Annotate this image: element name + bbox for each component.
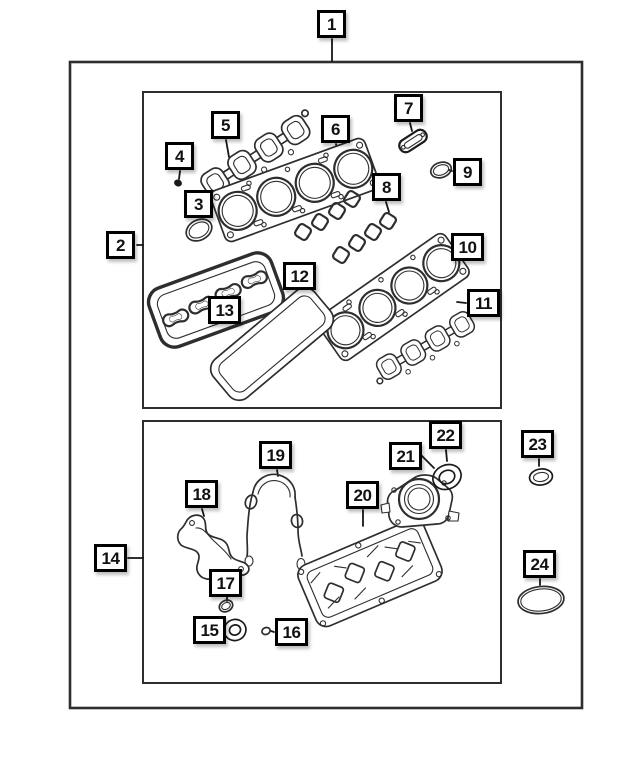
callout-12[interactable]: 12 xyxy=(283,262,316,290)
leader-4 xyxy=(178,170,181,180)
oil-pan-gasket-drawing xyxy=(297,518,443,628)
leader-21 xyxy=(421,455,435,469)
leader-18 xyxy=(201,508,205,517)
callout-4[interactable]: 4 xyxy=(165,142,194,170)
intake-port-gaskets-drawing xyxy=(293,189,398,265)
callout-8[interactable]: 8 xyxy=(372,173,401,201)
exhaust-manifold-gasket-right-drawing xyxy=(375,306,476,385)
callout-6[interactable]: 6 xyxy=(321,115,350,143)
callout-5[interactable]: 5 xyxy=(211,111,240,139)
upper-panel xyxy=(142,91,502,409)
callout-16[interactable]: 16 xyxy=(275,618,308,646)
callout-17[interactable]: 17 xyxy=(209,569,242,597)
oring-3-drawing xyxy=(185,218,213,242)
callout-15[interactable]: 15 xyxy=(193,616,226,644)
head-gasket-left-drawing xyxy=(209,137,381,243)
rear-seal-retainer-drawing xyxy=(380,474,460,528)
outlet-gasket-7-drawing xyxy=(398,128,428,154)
timing-cover-gasket-19-drawing xyxy=(244,473,306,571)
callout-20[interactable]: 20 xyxy=(346,481,379,509)
callout-2[interactable]: 2 xyxy=(106,231,135,259)
callout-7[interactable]: 7 xyxy=(394,94,423,122)
leader-16 xyxy=(270,630,275,633)
plug-4-drawing xyxy=(174,179,182,187)
outer-frame xyxy=(68,60,584,710)
oring-24-drawing xyxy=(517,585,565,615)
leader-8 xyxy=(385,201,390,213)
lower-panel xyxy=(142,420,502,684)
rear-main-seal-drawing xyxy=(432,463,462,491)
valve-cover-gasket-right-drawing xyxy=(209,286,335,402)
oring-9-drawing xyxy=(429,161,453,179)
seal-23-drawing xyxy=(528,468,554,486)
leader-7 xyxy=(409,122,413,132)
leader-22 xyxy=(445,449,448,462)
callout-11[interactable]: 11 xyxy=(467,289,500,317)
oring-17-drawing xyxy=(218,599,234,613)
leader-5 xyxy=(225,139,230,158)
callout-13[interactable]: 13 xyxy=(208,296,241,324)
callout-1[interactable]: 1 xyxy=(317,10,346,38)
callout-3[interactable]: 3 xyxy=(184,190,213,218)
callout-19[interactable]: 19 xyxy=(259,441,292,469)
callout-9[interactable]: 9 xyxy=(453,158,482,186)
exhaust-manifold-gasket-left-drawing xyxy=(200,109,311,204)
callout-23[interactable]: 23 xyxy=(521,430,554,458)
leader-11 xyxy=(456,301,467,304)
callout-18[interactable]: 18 xyxy=(185,480,218,508)
callout-10[interactable]: 10 xyxy=(451,233,484,261)
callout-21[interactable]: 21 xyxy=(389,442,422,470)
callout-24[interactable]: 24 xyxy=(523,550,556,578)
oring-16-drawing xyxy=(261,626,271,636)
callout-14[interactable]: 14 xyxy=(94,544,127,572)
callout-22[interactable]: 22 xyxy=(429,421,462,449)
